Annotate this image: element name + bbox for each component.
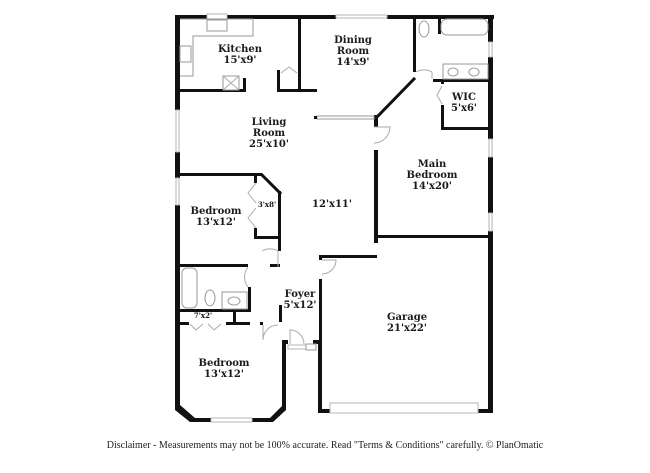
room-label-dining-room: Dining Room 14'x9': [334, 35, 372, 68]
room-label-closet-7x2: 7'x2': [193, 311, 213, 320]
room-label-main-bedroom: Main Bedroom 14'x20': [406, 159, 458, 192]
room-label-bedroom-2: Bedroom 13'x12': [190, 206, 242, 228]
room-label-garage: Garage 21'x22': [386, 312, 428, 334]
windows: [175, 13, 493, 423]
room-label-hall-12x11: 12'x11': [312, 199, 352, 210]
room-label-foyer: Foyer 5'x12': [283, 289, 317, 311]
room-label-living-room: Living Room 25'x10': [249, 117, 289, 150]
room-label-wic: WIC 5'x6': [450, 92, 478, 114]
doors: [189, 66, 443, 345]
fixtures: [179, 18, 489, 351]
disclaimer-text: Disclaimer - Measurements may not be 100…: [106, 440, 544, 451]
room-label-kitchen: Kitchen 15'x9': [217, 44, 263, 66]
interior-walls: [180, 17, 490, 341]
room-label-bedroom-3: Bedroom 13'x12': [198, 358, 250, 380]
room-label-closet-3x8: 3'x8': [257, 200, 277, 209]
